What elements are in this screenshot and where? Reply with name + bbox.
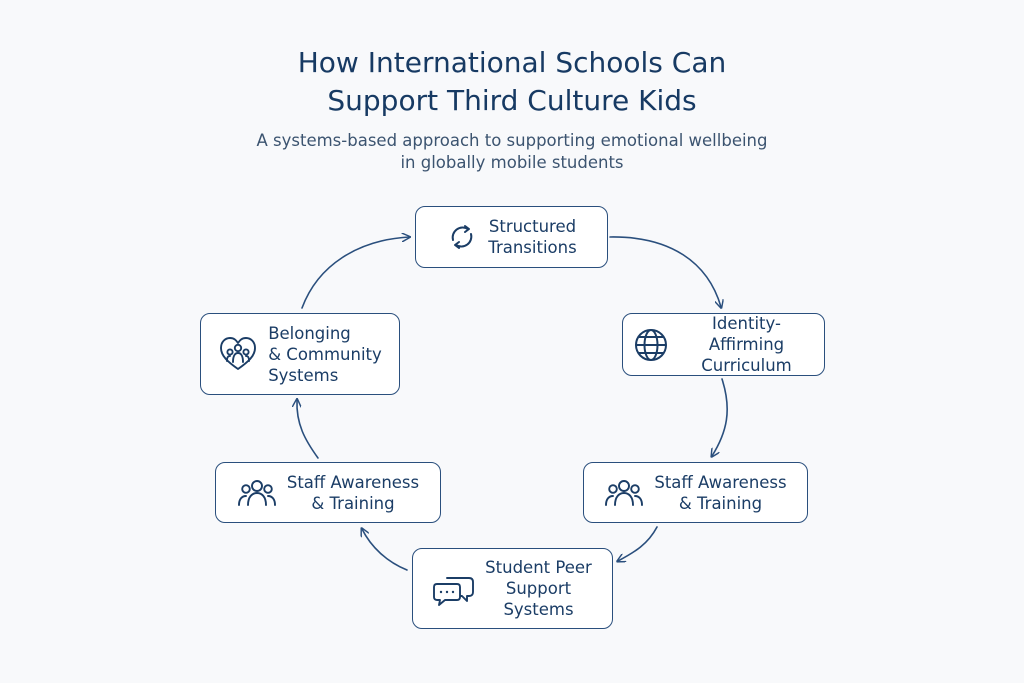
node-label-line: Transitions	[488, 238, 577, 257]
node-label-line: & Community	[268, 344, 382, 364]
arrow-belonging-to-transitions	[301, 237, 409, 309]
refresh-cycle-icon	[446, 221, 478, 253]
arrow-staff-right-to-peer-support	[618, 526, 658, 561]
node-label: Structured Transitions	[488, 216, 576, 258]
node-structured-transitions: Structured Transitions	[415, 206, 608, 268]
node-label-line: Systems	[268, 365, 339, 385]
node-label-line: & Training	[678, 493, 763, 513]
globe-icon	[633, 327, 669, 363]
node-label: Staff Awareness & Training	[654, 472, 786, 514]
node-label-line: Systems	[503, 600, 574, 619]
node-label-line: & Training	[311, 493, 395, 513]
node-student-peer-support: Student Peer Support Systems	[412, 548, 613, 629]
node-label-line: Staff Awareness	[654, 472, 787, 492]
node-label-line: Identity-Affirming	[708, 314, 785, 354]
node-label-line: Belonging	[268, 323, 351, 343]
node-label-line: Support	[505, 579, 572, 598]
title-line-1: How International Schools Can	[297, 46, 727, 79]
diagram-subtitle: A systems-based approach to supporting e…	[0, 130, 1024, 174]
node-belonging-community: Belonging & Community Systems	[200, 313, 400, 395]
node-identity-affirming-curriculum: Identity-Affirming Curriculum	[622, 313, 825, 376]
node-label: Identity-Affirming Curriculum	[679, 313, 814, 376]
node-label: Belonging & Community Systems	[268, 323, 382, 386]
people-group-icon	[604, 478, 644, 508]
arrow-transitions-to-curriculum	[609, 236, 721, 307]
node-staff-awareness-right: Staff Awareness & Training	[583, 462, 808, 523]
subtitle-line-1: A systems-based approach to supporting e…	[256, 131, 768, 150]
node-label-line: Structured	[488, 217, 577, 236]
arrow-staff-left-to-belonging	[297, 400, 319, 459]
node-label-line: Staff Awareness	[286, 472, 420, 492]
arrow-curriculum-to-staff-right	[712, 378, 728, 456]
heart-people-icon	[218, 335, 258, 373]
node-label-line: Curriculum	[701, 356, 792, 375]
node-label: Staff Awareness & Training	[287, 472, 419, 514]
subtitle-line-2: in globally mobile students	[400, 153, 624, 172]
node-staff-awareness-left: Staff Awareness & Training	[215, 462, 441, 523]
diagram-title: How International Schools Can Support Th…	[0, 44, 1024, 120]
people-group-icon	[237, 478, 277, 508]
node-label-line: Student Peer	[485, 558, 592, 577]
title-line-2: Support Third Culture Kids	[327, 84, 697, 117]
node-label: Student Peer Support Systems	[485, 557, 592, 620]
speech-bubbles-icon	[433, 572, 475, 606]
arrow-peer-support-to-staff-left	[362, 529, 408, 571]
